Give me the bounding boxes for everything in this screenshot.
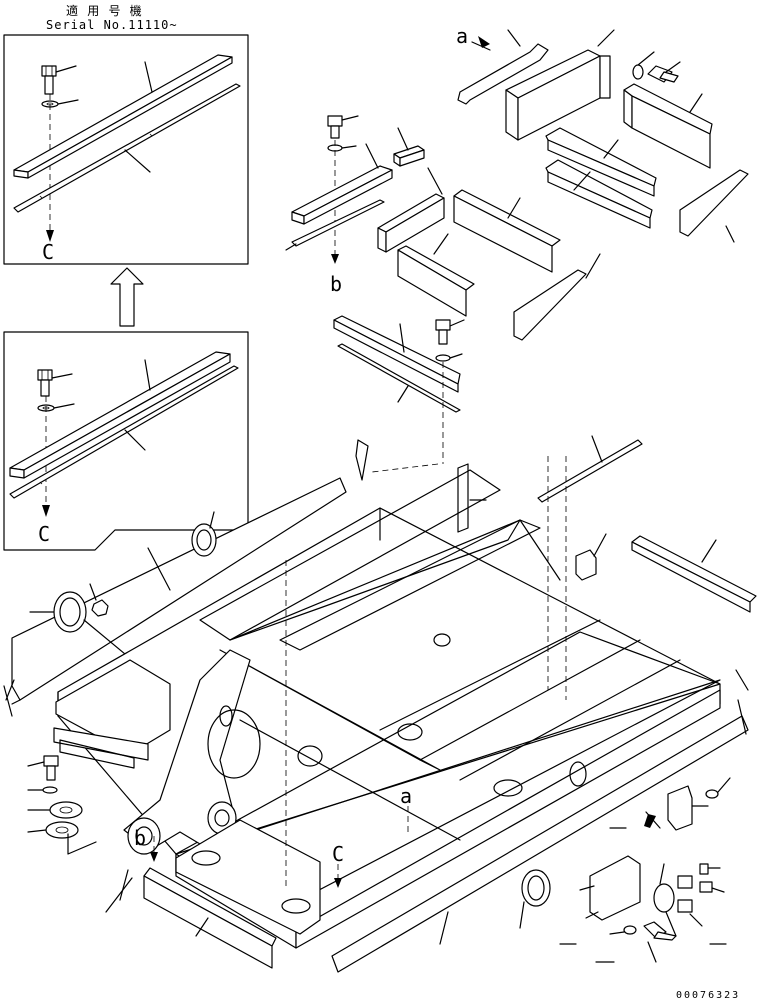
seal-ring-icon xyxy=(45,821,79,839)
seal-ring-icon xyxy=(191,523,217,557)
washer-icon xyxy=(632,64,644,80)
seal-ring-icon xyxy=(49,801,83,819)
washer-icon xyxy=(623,925,637,935)
view-letter-a-frame: a xyxy=(400,784,413,808)
hex-bolt-icon xyxy=(647,65,679,83)
hex-bolt-icon xyxy=(435,319,451,345)
seal-ring-icon xyxy=(521,869,551,907)
view-letter-b-frame: b xyxy=(134,826,147,850)
inset-box-upper xyxy=(3,34,249,265)
clip-icon xyxy=(667,785,693,831)
hex-bolt-icon xyxy=(37,369,53,397)
cover-plates-group xyxy=(457,29,749,243)
hex-bolt-icon xyxy=(643,921,677,941)
snap-ring-icon xyxy=(653,883,675,913)
washer-icon xyxy=(42,786,58,794)
view-letter-c-frame: C xyxy=(332,842,345,866)
hex-bolt-icon xyxy=(41,65,57,95)
weights-middle-group xyxy=(285,115,601,341)
hex-bolt-icon xyxy=(327,115,343,139)
inset-box-lower xyxy=(3,331,249,551)
washer-icon xyxy=(435,354,451,362)
nut-icon xyxy=(91,599,109,617)
serial-number-label: Serial No.11110~ xyxy=(46,18,178,32)
view-letter-c-inset-upper: C xyxy=(42,240,55,264)
block-arrow-up-icon xyxy=(110,267,144,327)
applicable-serial-label: 適 用 号 機 xyxy=(66,4,143,18)
seal-ring-icon xyxy=(53,591,87,633)
hex-bolt-icon xyxy=(43,755,59,781)
rail-parts-center-group xyxy=(333,315,757,613)
view-letter-b-top: b xyxy=(330,272,343,296)
view-letter-a-top: a xyxy=(456,24,469,48)
main-frame xyxy=(3,456,749,973)
view-letter-c-inset-lower: C xyxy=(38,522,51,546)
document-number: 00076323 xyxy=(676,990,741,1001)
